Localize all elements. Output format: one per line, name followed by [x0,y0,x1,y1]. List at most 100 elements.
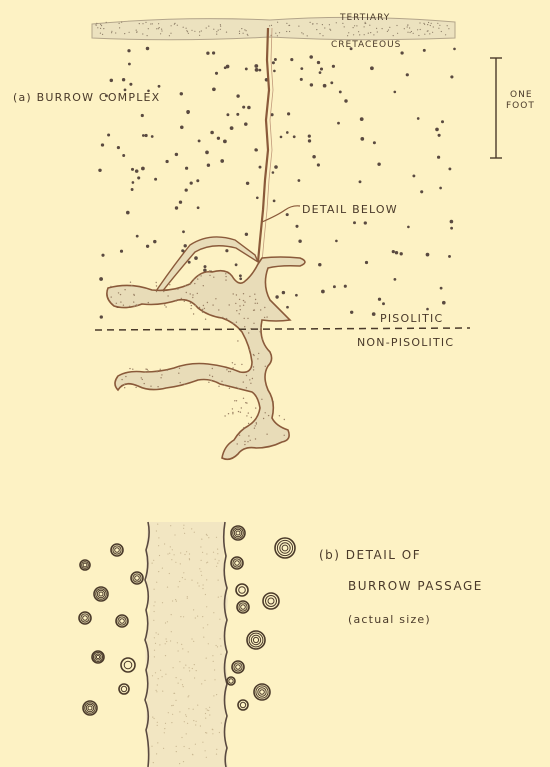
stipple-dot [438,28,439,29]
pisolite-dot [239,277,242,280]
stipple-dot [193,609,194,610]
stipple-dot [199,568,200,569]
stipple-dot [187,285,188,286]
stipple-dot [319,33,320,34]
stipple-dot [145,371,146,372]
stipple-dot [247,318,248,319]
stipple-dot [213,612,214,613]
stipple-dot [253,354,254,355]
pisolite-dot [146,47,149,50]
stipple-dot [201,683,202,684]
pisolite-dot [378,298,381,301]
stipple-dot [216,694,217,695]
stipple-dot [289,31,290,32]
pisolite-dot [364,221,367,224]
stipple-dot [176,677,177,678]
stipple-dot [201,575,202,576]
stipple-dot [119,23,120,24]
pisolite-dot [144,134,147,137]
stipple-dot [174,534,175,535]
stipple-dot [247,35,248,36]
stipple-dot [255,303,256,304]
stipple-dot [189,670,190,671]
stipple-dot [156,282,157,283]
pisolite-dot [131,168,134,171]
pisolite-dot [282,291,285,294]
stipple-dot [239,299,240,300]
stipple-dot [172,549,173,550]
stipple-dot [277,35,278,36]
stipple-dot [235,303,236,304]
stipple-dot [119,27,120,28]
stipple-dot [236,322,237,323]
stipple-dot [243,427,244,428]
stipple-dot [193,709,194,710]
pisolite-ring [251,635,260,644]
stipple-dot [166,638,167,639]
stipple-dot [214,669,215,670]
stipple-dot [216,34,217,35]
stipple-dot [208,26,209,27]
stipple-dot [155,643,156,644]
stipple-dot [182,648,183,649]
detail-below-label: DETAIL BELOW [302,203,398,216]
stipple-dot [197,293,198,294]
pisolite-dot [180,126,184,130]
stipple-dot [169,553,170,554]
pisolite-dot [255,149,258,152]
stipple-dot [181,298,182,299]
pisolite-dot [393,91,396,94]
stipple-dot [170,33,171,34]
stipple-dot [226,369,227,370]
stipple-dot [236,400,237,401]
pisolite-dot [308,139,311,142]
stipple-dot [148,302,149,303]
stipple-dot [160,369,161,370]
stipple-dot [246,387,247,388]
pisolitic-boundary [95,328,470,330]
stipple-dot [197,616,198,617]
stipple-dot [205,713,206,714]
pisolite-dot [450,220,454,224]
pisolite-ring [268,598,274,604]
stipple-dot [220,638,221,639]
stipple-dot [121,379,122,380]
stipple-dot [228,413,229,414]
stipple-dot [207,302,208,303]
stipple-dot [428,22,429,23]
stipple-dot [193,720,194,721]
stipple-dot [207,710,208,711]
stipple-dot [420,29,421,30]
stipple-dot [439,25,440,26]
stipple-dot [218,580,219,581]
stipple-dot [156,753,157,754]
stipple-dot [159,555,160,556]
stipple-dot [203,637,204,638]
stipple-dot [179,368,180,369]
pisolite-dot [127,49,130,52]
pisolite-dot [132,181,135,184]
stipple-dot [133,301,134,302]
pisolite-dot [317,61,320,64]
stipple-dot [164,732,165,733]
pisolite-dot [196,179,199,182]
stipple-dot [185,714,186,715]
stipple-dot [218,30,219,31]
stipple-dot [174,693,175,694]
pisolite-dot [117,146,120,149]
stipple-dot [206,579,207,580]
stipple-dot [185,285,186,286]
stipple-dot [150,23,151,24]
pisolite-dot [274,58,277,61]
pisolite-ring [280,543,290,553]
stipple-dot [169,284,170,285]
stipple-dot [236,387,237,388]
stipple-dot [229,304,230,305]
stipple-dot [266,316,267,317]
pisolite-ring [233,559,241,567]
pisolite-dot [206,52,209,55]
stipple-dot [131,285,132,286]
one-foot-scale-bar [490,58,502,158]
stipple-dot [237,443,238,444]
stipple-dot [220,29,221,30]
